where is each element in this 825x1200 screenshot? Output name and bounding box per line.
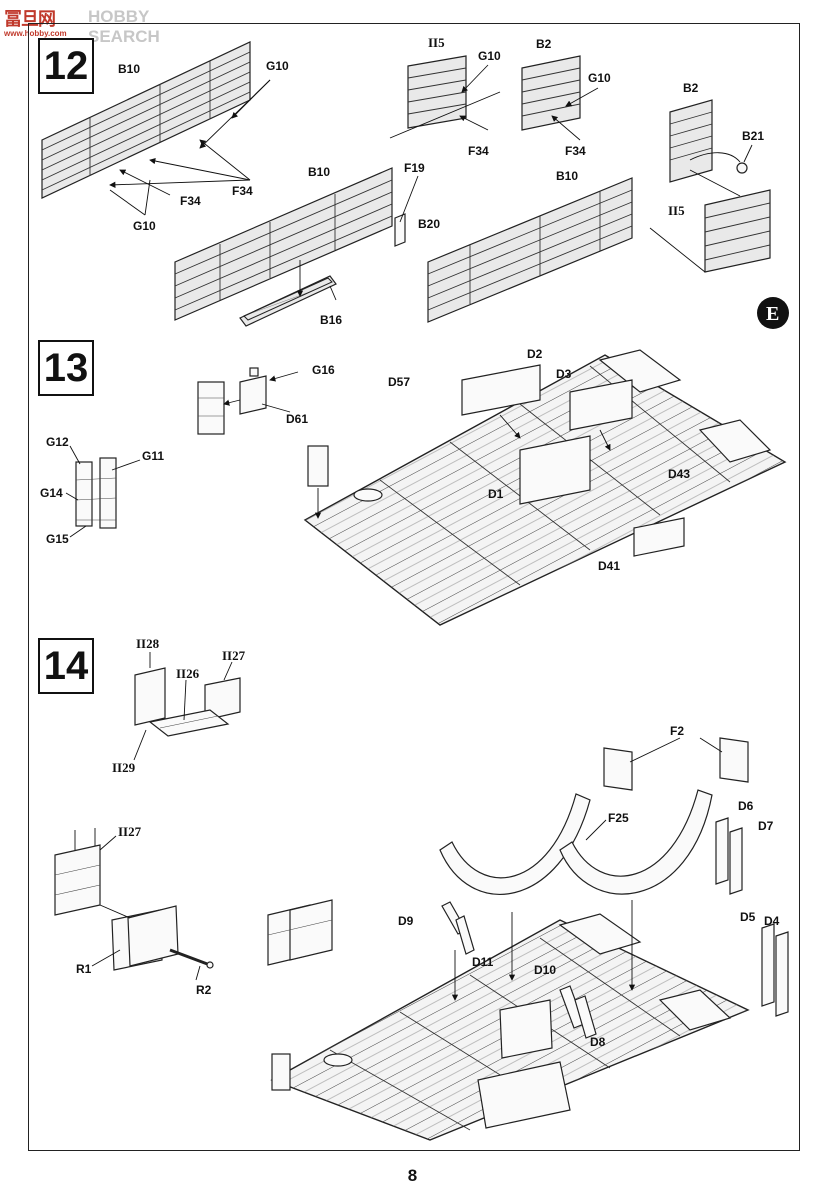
watermark-brand-cn: 冨旦网 bbox=[4, 9, 56, 30]
label-f34-c: F34 bbox=[468, 144, 489, 158]
end-panel-ii5-top bbox=[389, 55, 501, 139]
label-b2-b: B2 bbox=[683, 81, 699, 95]
label-f25: F25 bbox=[608, 811, 629, 825]
side-strips-d4-d7 bbox=[715, 817, 789, 1017]
label-g15: G15 bbox=[46, 532, 69, 546]
side-panel-b10-right bbox=[427, 177, 633, 323]
label-b10-c: B10 bbox=[556, 169, 578, 183]
watermark-url: www.hobby.com bbox=[4, 29, 67, 38]
step-13-box: 13 bbox=[38, 340, 94, 396]
step-14-box: 14 bbox=[38, 638, 94, 694]
step-13-number: 13 bbox=[43, 345, 89, 390]
watermark-logo: 冨旦网 HOBBY SEARCH www.hobby.com bbox=[2, 3, 172, 46]
end-panel-b2-top bbox=[521, 55, 599, 141]
label-b16: B16 bbox=[320, 313, 342, 327]
label-d11: D11 bbox=[472, 955, 494, 969]
label-b21: B21 bbox=[742, 129, 764, 143]
arches-f25 bbox=[439, 789, 713, 895]
label-b10-b: B10 bbox=[308, 165, 330, 179]
rack-g11 bbox=[65, 445, 141, 538]
side-panel-b10-middle bbox=[174, 167, 419, 327]
label-d3: D3 bbox=[556, 367, 572, 381]
label-ii28: II28 bbox=[136, 636, 160, 651]
label-f34-b: F34 bbox=[180, 194, 201, 208]
label-f2: F2 bbox=[670, 724, 684, 738]
label-g14: G14 bbox=[40, 486, 63, 500]
label-g11: G11 bbox=[142, 449, 164, 463]
end-panel-b2-right bbox=[669, 99, 753, 183]
label-d61: D61 bbox=[286, 412, 308, 426]
box-unit-small bbox=[267, 899, 333, 966]
label-ii27-a: II27 bbox=[222, 648, 246, 663]
label-g10-d: G10 bbox=[588, 71, 611, 85]
side-panel-b10-left bbox=[41, 41, 251, 199]
label-r1: R1 bbox=[76, 962, 92, 976]
label-d6: D6 bbox=[738, 799, 754, 813]
label-g10-b: G10 bbox=[133, 219, 156, 233]
label-d1: D1 bbox=[488, 487, 504, 501]
label-d2: D2 bbox=[527, 347, 543, 361]
label-d57: D57 bbox=[388, 375, 410, 389]
chassis-floor-step-14 bbox=[270, 900, 750, 1141]
step-14-number: 14 bbox=[43, 643, 89, 688]
step-12-drawing: B10 G10 F34 F34 G10 II5 G10 F34 bbox=[41, 35, 789, 329]
label-g16: G16 bbox=[312, 363, 335, 377]
emblem-letter: E bbox=[766, 303, 779, 325]
label-d7: D7 bbox=[758, 819, 774, 833]
label-d41: D41 bbox=[598, 559, 620, 573]
label-b10-a: B10 bbox=[118, 62, 140, 76]
end-panel-ii5-right bbox=[649, 169, 771, 273]
label-ii27-b: II27 bbox=[118, 824, 142, 839]
label-ii26: II26 bbox=[176, 666, 200, 681]
frame-ii26 bbox=[133, 652, 241, 761]
step-14-drawing: II28 II27 II26 II29 II27 R1 R2 bbox=[54, 636, 789, 1141]
label-f19: F19 bbox=[404, 161, 425, 175]
label-b20: B20 bbox=[418, 217, 440, 231]
watermark-brand-en: HOBBY SEARCH bbox=[88, 7, 160, 46]
label-g10-c: G10 bbox=[478, 49, 501, 63]
emblem-badge: E bbox=[757, 297, 789, 329]
plates-f2 bbox=[603, 737, 749, 791]
label-f34-a: F34 bbox=[232, 184, 253, 198]
label-ii5-b: II5 bbox=[668, 203, 685, 218]
label-d10: D10 bbox=[534, 963, 556, 977]
chassis-floor-step-13 bbox=[303, 349, 787, 626]
label-d43: D43 bbox=[668, 467, 690, 481]
step-12-box: 12 bbox=[38, 38, 94, 94]
label-d4: D4 bbox=[764, 914, 780, 928]
page-frame bbox=[28, 23, 800, 1151]
label-b2-a: B2 bbox=[536, 37, 552, 51]
label-d5: D5 bbox=[740, 910, 756, 924]
step-13-drawing: G16 D61 G12 G11 G14 G15 bbox=[40, 347, 787, 626]
page-number: 8 bbox=[407, 1166, 418, 1185]
arrows-b10-left bbox=[109, 79, 271, 216]
label-r2: R2 bbox=[196, 983, 212, 997]
label-g10-a: G10 bbox=[266, 59, 289, 73]
rack-d61 bbox=[197, 367, 299, 435]
step-12-number: 12 bbox=[43, 43, 89, 88]
label-g12: G12 bbox=[46, 435, 69, 449]
label-ii29: II29 bbox=[112, 760, 136, 775]
label-ii5-a: II5 bbox=[428, 35, 445, 50]
label-f34-d: F34 bbox=[565, 144, 586, 158]
rack-with-boxes-r1 bbox=[54, 828, 214, 981]
label-d9: D9 bbox=[398, 914, 414, 928]
label-d8: D8 bbox=[590, 1035, 606, 1049]
